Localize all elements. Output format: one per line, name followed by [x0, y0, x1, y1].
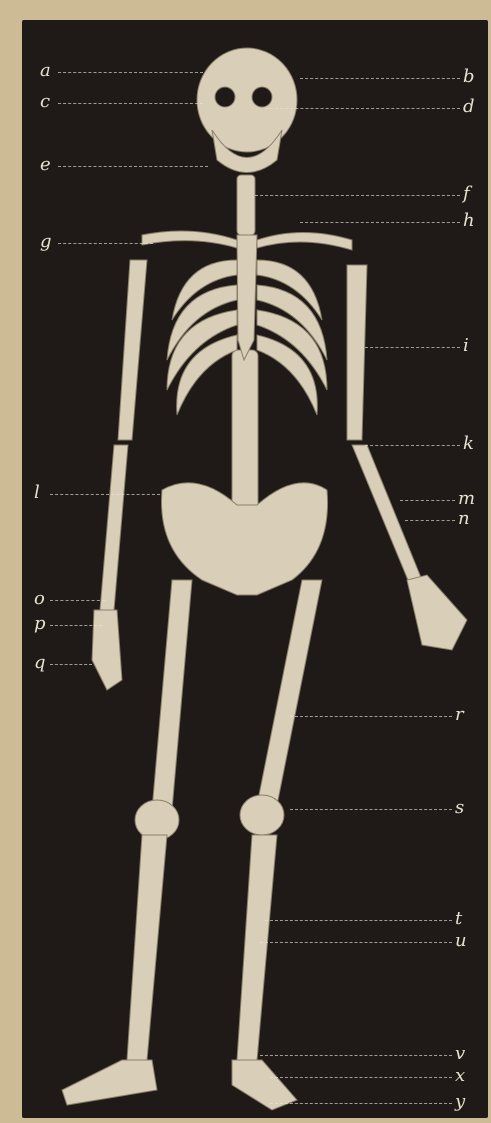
- label-k: k: [463, 435, 474, 453]
- hand-left: [407, 575, 467, 650]
- leader-a: [58, 72, 203, 73]
- label-o: o: [34, 590, 45, 608]
- leader-k: [365, 445, 460, 446]
- label-f: f: [463, 185, 470, 203]
- leader-h: [300, 222, 460, 223]
- cervical-spine: [237, 175, 255, 235]
- label-g: g: [40, 233, 52, 251]
- leader-t: [265, 920, 452, 921]
- label-d: d: [463, 98, 475, 116]
- label-i: i: [463, 337, 469, 355]
- leader-v: [260, 1055, 452, 1056]
- label-e: e: [40, 156, 51, 174]
- clavicle-right: [142, 231, 237, 248]
- knee-left: [240, 795, 284, 835]
- label-p: p: [34, 615, 46, 633]
- label-v: v: [455, 1045, 465, 1063]
- label-b: b: [463, 68, 475, 86]
- leader-q: [50, 664, 92, 665]
- tibia-right: [127, 835, 167, 1060]
- label-a: a: [40, 62, 51, 80]
- knee-right: [135, 800, 179, 840]
- humerus-right: [118, 260, 147, 440]
- label-m: m: [458, 490, 475, 508]
- leader-x: [270, 1077, 452, 1078]
- label-n: n: [458, 510, 470, 528]
- label-c: c: [40, 93, 50, 111]
- leader-l: [50, 494, 160, 495]
- label-u: u: [455, 932, 467, 950]
- sternum: [237, 235, 257, 360]
- thoracic-lumbar-spine: [232, 350, 258, 510]
- femur-right: [152, 580, 192, 810]
- orbit-right: [215, 87, 235, 107]
- hand-right: [92, 610, 122, 690]
- leader-c: [58, 103, 203, 104]
- leader-e: [58, 166, 208, 167]
- femur-left: [257, 580, 322, 805]
- leader-i: [365, 347, 460, 348]
- orbit-left: [252, 87, 272, 107]
- leader-p: [50, 625, 102, 626]
- leader-y: [270, 1103, 452, 1104]
- skeleton-illustration: [22, 20, 488, 1118]
- label-x: x: [455, 1067, 465, 1085]
- forearm-left: [352, 445, 422, 585]
- tibia-left: [237, 835, 277, 1060]
- forearm-right: [100, 445, 128, 610]
- leader-d: [265, 108, 460, 109]
- skull: [197, 48, 297, 152]
- leader-g: [58, 243, 153, 244]
- label-q: q: [34, 654, 46, 672]
- leader-f: [255, 195, 460, 196]
- humerus-left: [347, 265, 367, 440]
- label-h: h: [463, 212, 475, 230]
- label-t: t: [455, 910, 462, 928]
- foot-right: [62, 1060, 157, 1105]
- label-y: y: [455, 1093, 465, 1111]
- leader-o: [50, 600, 105, 601]
- label-s: s: [455, 799, 464, 817]
- leader-r: [290, 716, 452, 717]
- clavicle-left: [257, 233, 352, 251]
- leader-s: [290, 809, 452, 810]
- label-l: l: [34, 484, 40, 502]
- label-r: r: [455, 706, 464, 724]
- leader-b: [300, 78, 460, 79]
- leader-u: [260, 942, 452, 943]
- leader-n: [405, 520, 455, 521]
- leader-m: [400, 500, 455, 501]
